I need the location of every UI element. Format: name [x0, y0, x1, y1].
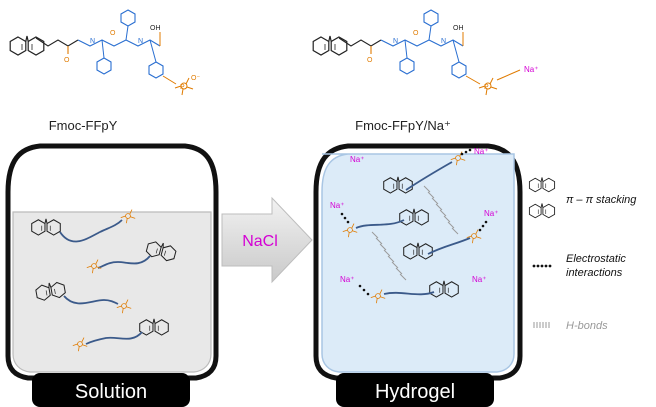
hbonds-group	[371, 185, 459, 281]
sodium-ion-1: Na⁺	[350, 155, 364, 164]
hydrogel-label: Hydrogel	[375, 381, 455, 403]
legend-dots-icon	[532, 264, 552, 268]
atom-oh: OH	[150, 25, 161, 32]
sodium-ion-6: Na⁺	[472, 275, 486, 284]
sodium-ion-5: Na⁺	[340, 275, 354, 284]
molecule-left-name: Fmoc-FFpY	[49, 118, 118, 133]
legend-electrostatic-2: interactions	[566, 267, 623, 279]
atom-o-4: O	[413, 30, 419, 37]
atom-oneg-1: O⁻	[191, 75, 200, 82]
molecule-right: N N O O OH P Na⁺ Fmoc-FFpY/Na⁺	[312, 9, 538, 133]
atom-nh-2: N	[138, 38, 143, 45]
sodium-ion-top: Na⁺	[524, 65, 538, 74]
legend-hatch-icon	[533, 322, 550, 328]
atom-o-1: O	[64, 57, 70, 64]
sodium-ion-3: Na⁺	[330, 201, 344, 210]
atom-p-2: P	[484, 84, 489, 91]
atom-nh-1: N	[90, 38, 95, 45]
solution-label-box	[32, 373, 190, 407]
atom-oh-2: OH	[453, 25, 464, 32]
solution-label: Solution	[75, 381, 147, 403]
hydrogel-container: Na⁺ Na⁺ Na⁺ Na⁺ Na⁺ Na⁺	[313, 143, 523, 381]
hydrogel-label-box	[336, 373, 494, 407]
sodium-ion-2: Na⁺	[474, 147, 488, 156]
process-arrow: NaCl	[221, 196, 313, 284]
atom-nh-4: N	[441, 38, 446, 45]
legend-hbonds: H-bonds	[566, 320, 608, 332]
atom-p-1: P	[180, 84, 185, 91]
molecule-left: N N O O OH P O⁻ Fmoc-FFpY	[9, 9, 200, 133]
arrow-label: NaCl	[242, 233, 278, 250]
atom-o-2: O	[110, 30, 116, 37]
legend-electrostatic-1: Electrostatic	[566, 253, 626, 265]
molecule-right-name: Fmoc-FFpY/Na⁺	[355, 118, 451, 133]
legend-stacking: π – π stacking	[566, 194, 637, 206]
legend-fmoc-icon-1	[528, 177, 556, 193]
sodium-ion-4: Na⁺	[484, 209, 498, 218]
solution-container	[5, 143, 219, 381]
legend-fmoc-icon-2	[528, 203, 556, 219]
atom-o-3: O	[367, 57, 373, 64]
atom-nh-3: N	[393, 38, 398, 45]
electrostatic-dots	[340, 148, 488, 296]
legend: π – π stacking Electrostatic interaction…	[528, 177, 637, 332]
